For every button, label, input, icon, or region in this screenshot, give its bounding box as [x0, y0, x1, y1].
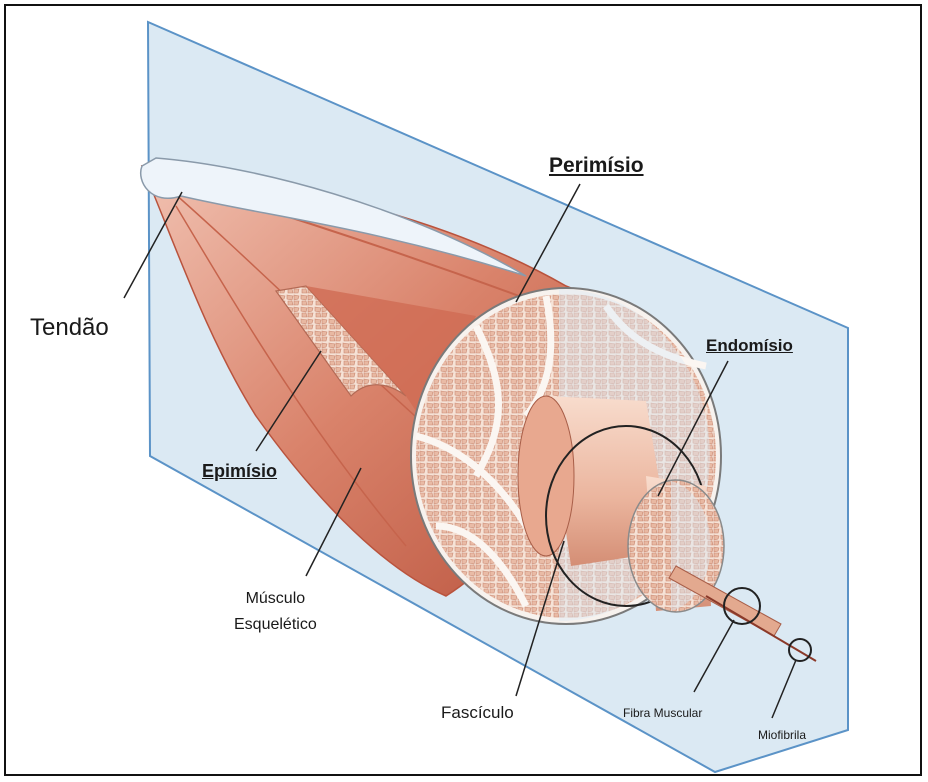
- label-epimisio: Epimísio: [202, 461, 277, 482]
- label-musculo-line2: Esquelético: [234, 612, 317, 638]
- label-tendao: Tendão: [30, 314, 109, 342]
- diagram-frame: Tendão Perimísio Endomísio Epimísio Músc…: [4, 4, 922, 776]
- label-perimisio: Perimísio: [549, 154, 644, 178]
- muscle-structure-illustration: [6, 6, 920, 774]
- label-miofibrila: Miofibrila: [758, 728, 806, 742]
- label-endomisio: Endomísio: [706, 336, 793, 356]
- label-fasciculo: Fascículo: [441, 703, 514, 723]
- label-musculo-line1: Músculo: [234, 586, 317, 612]
- label-fibra-muscular: Fibra Muscular: [623, 706, 702, 720]
- label-musculo-esqueletico: Músculo Esquelético: [234, 586, 317, 638]
